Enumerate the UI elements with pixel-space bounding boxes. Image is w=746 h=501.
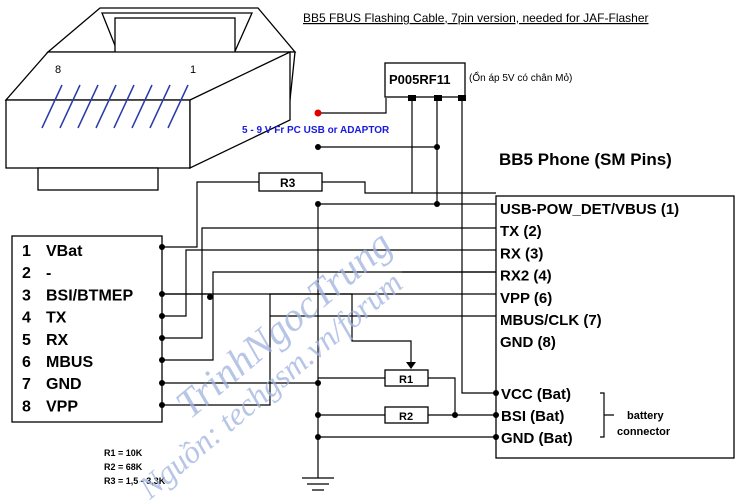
left-pin-name: VBat — [46, 243, 83, 260]
phone-pin-label: TX (2) — [500, 223, 542, 240]
rj45-contact — [167, 84, 189, 129]
phone-title: BB5 Phone (SM Pins) — [499, 150, 672, 169]
left-pin-number: 3 — [22, 287, 31, 304]
wiring — [162, 98, 496, 491]
left-pin-name: GND — [46, 376, 82, 393]
left-pin-number: 8 — [22, 398, 31, 415]
regulator-note: (Ổn áp 5V có chân Mỏ) — [469, 71, 572, 84]
left-pin-name: VPP — [46, 398, 78, 415]
left-pin-number: 7 — [22, 376, 31, 393]
regulator-label: P005RF11 — [389, 72, 450, 87]
rj45-contact — [41, 84, 63, 129]
rj45-contact — [131, 84, 153, 129]
left-pin-name: BSI/BTMEP — [46, 287, 133, 304]
diagram-title: BB5 FBUS Flashing Cable, 7pin version, n… — [303, 11, 649, 25]
rj45-contact — [77, 84, 99, 129]
battery-pin-label: GND (Bat) — [501, 430, 573, 447]
left-pin-name: RX — [46, 332, 69, 349]
supply-note: 5 - 9 V Fr PC USB or ADAPTOR — [242, 125, 390, 136]
value-r2: R2 = 68K — [104, 462, 143, 472]
value-r1: R1 = 10K — [104, 448, 143, 458]
left-pin-name: - — [46, 265, 51, 282]
battery-label-line1: battery — [627, 410, 665, 422]
left-pin-number: 1 — [22, 243, 31, 260]
phone-pin-label: MBUS/CLK (7) — [500, 312, 602, 329]
resistor-r1 — [384, 369, 429, 387]
connector-pin8-label: 8 — [55, 64, 61, 76]
phone-pin-label: RX (3) — [500, 245, 543, 262]
resistor-r3 — [258, 172, 323, 192]
left-pin-number: 5 — [22, 332, 31, 349]
battery-label-line2: connector — [617, 426, 671, 438]
left-pin-number: 2 — [22, 265, 31, 282]
rj45-contact — [59, 84, 81, 129]
junction-dots — [159, 109, 499, 440]
phone-pin-label: USB-POW_DET/VBUS (1) — [500, 201, 679, 218]
phone-pin-label: VPP (6) — [500, 290, 552, 307]
left-pin-number: 4 — [22, 310, 31, 327]
cable-connector-box — [11, 235, 163, 423]
rj45-contact — [149, 84, 171, 129]
rj45-contact — [95, 84, 117, 129]
connector-pin1-label: 1 — [190, 64, 196, 76]
left-pin-number: 6 — [22, 354, 31, 371]
phone-box — [495, 195, 735, 459]
rj45-connector-drawing: 8 1 — [4, 7, 297, 191]
battery-pin-label: VCC (Bat) — [501, 386, 571, 403]
resistor-r1-label: R1 — [399, 374, 413, 386]
rj45-contact — [113, 84, 135, 129]
left-pin-name: MBUS — [46, 354, 93, 371]
regulator-box — [384, 62, 466, 98]
resistor-r2 — [384, 406, 429, 424]
resistor-r3-label: R3 — [280, 176, 296, 190]
value-r3: R3 = 1,5 - 3,3K — [104, 476, 166, 486]
phone-pin-label: GND (8) — [500, 334, 556, 351]
resistor-r2-label: R2 — [399, 411, 413, 423]
battery-pin-label: BSI (Bat) — [501, 408, 564, 425]
phone-pin-label: RX2 (4) — [500, 268, 552, 285]
left-pin-name: TX — [46, 310, 67, 327]
